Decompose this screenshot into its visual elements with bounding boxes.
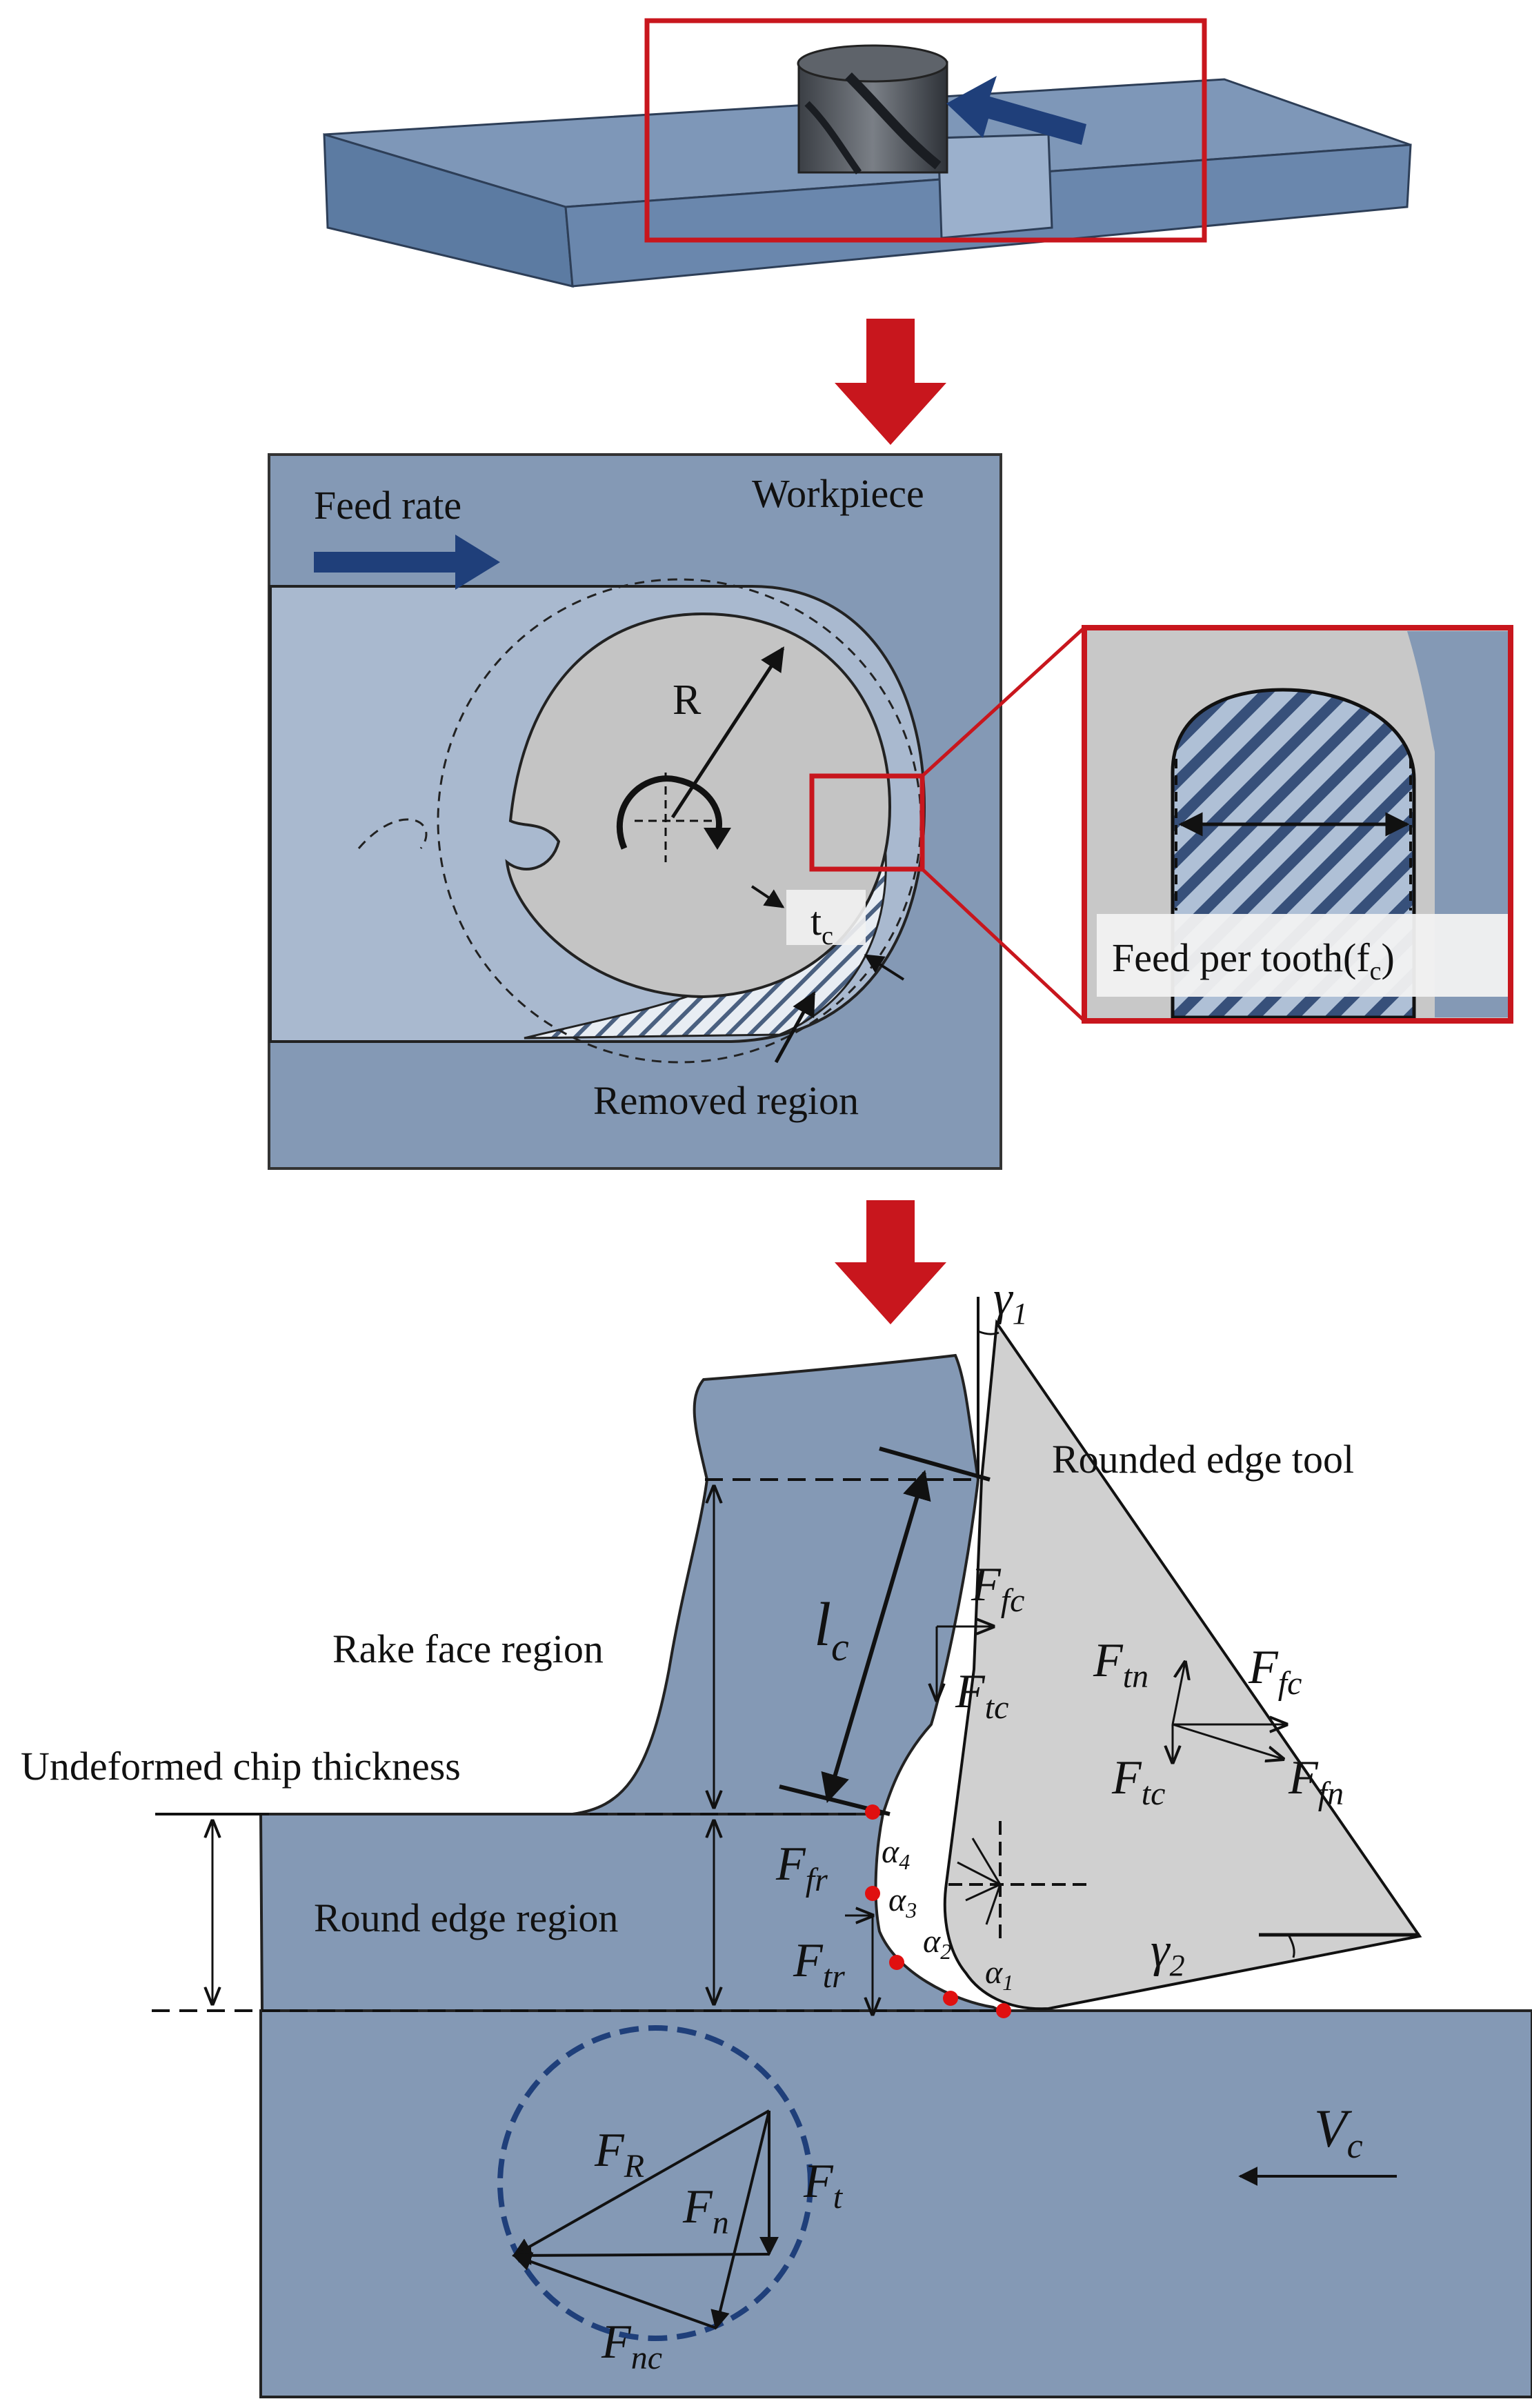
feed-rate-arrow <box>314 535 500 590</box>
lc-dim-arrow <box>821 1469 931 1804</box>
panel-orthogonal-cutting <box>152 1297 1532 2398</box>
f-fc-rake-label: Ffc <box>971 1558 1024 1619</box>
zoom-connector-top <box>921 626 1086 777</box>
feed-per-tooth-label: Feed per tooth(fc) <box>1112 935 1395 986</box>
alpha4-label: α4 <box>882 1833 910 1874</box>
feed-rate-label: Feed rate <box>314 483 461 528</box>
labels: Feed rate Workpiece R tc Removed region … <box>21 471 1395 2376</box>
f-tn-arrow <box>1171 1662 1185 1725</box>
contact-point-4 <box>943 1991 958 2006</box>
alpha-ray-3 <box>965 1883 1001 1902</box>
contact-point-5 <box>996 2003 1011 2018</box>
chip-body <box>572 1353 980 1815</box>
f-r-label: FR <box>594 2124 644 2185</box>
lc-label: lc <box>814 1591 849 1669</box>
radius-arrow <box>670 646 785 819</box>
contact-point-3 <box>889 1955 904 1970</box>
contact-point-1 <box>865 1804 880 1820</box>
removed-region-label: Removed region <box>593 1078 859 1123</box>
end-mill-flute-2 <box>804 101 862 175</box>
v-c-label: Vc <box>1314 2098 1363 2166</box>
f-n-vector <box>710 2110 770 2330</box>
f-fc-right-label: Ffc <box>1248 1641 1302 1702</box>
contact-point-2 <box>865 1886 880 1901</box>
gamma1-arc <box>977 1330 999 1335</box>
gamma1-label: γ1 <box>993 1272 1028 1331</box>
tc-label-background <box>786 890 866 945</box>
zoom-connector-bottom <box>921 868 1086 1022</box>
alpha-ray-1 <box>971 1838 1002 1885</box>
round-edge-region-label: Round edge region <box>314 1895 618 1940</box>
f-tn-label: Ftn <box>1093 1634 1148 1695</box>
rotation-arrowhead <box>704 828 731 850</box>
alpha-ray-2 <box>957 1861 1001 1886</box>
alpha1-label: α1 <box>985 1954 1013 1995</box>
workpiece-label: Workpiece <box>752 471 924 516</box>
f-n-label: Fn <box>682 2180 729 2241</box>
highlight-box-3d <box>644 18 1207 243</box>
end-mill-top <box>797 44 948 83</box>
f-fn-arrow <box>1172 1723 1283 1759</box>
tc-arrow-left <box>750 885 785 908</box>
f-fn-label: Ffn <box>1288 1751 1344 1812</box>
down-arrow-1 <box>835 319 946 445</box>
panel-3d-workpiece <box>323 18 1412 288</box>
rounded-edge-tool-label: Rounded edge tool <box>1052 1437 1354 1482</box>
f-r-vector <box>512 2109 770 2257</box>
rounded-edge-tool <box>943 1319 1422 2011</box>
workpiece-uncut-layer <box>259 1813 1001 2012</box>
down-arrow-2 <box>835 1200 946 1324</box>
lc-tick-top <box>879 1446 991 1482</box>
f-fr-label: Ffr <box>775 1838 828 1898</box>
f-nc-vector <box>512 2252 717 2329</box>
force-circle <box>497 2025 813 2341</box>
f-tc-right-label: Ftc <box>1111 1751 1165 1812</box>
f-nc-label: Fnc <box>601 2316 662 2376</box>
slot-channel <box>937 133 1053 239</box>
undeformed-chip-thickness-label: Undeformed chip thickness <box>21 1744 461 1789</box>
f-tc-rake-label: Ftc <box>955 1665 1008 1726</box>
f-t-label: Ft <box>803 2155 844 2216</box>
zoom-inset <box>1082 625 1513 1024</box>
f-tr-label: Ftr <box>793 1934 845 1995</box>
tc-arrow-right <box>864 954 905 981</box>
removed-region-pointer <box>774 991 816 1064</box>
zoom-inset-frame <box>1082 625 1513 1024</box>
zoom-label-bg <box>1097 914 1511 997</box>
rotation-arrow <box>617 775 722 850</box>
feed-direction-arrow-3d <box>946 76 1086 145</box>
zoom-source-box <box>809 773 925 872</box>
workpiece-base <box>259 2009 1532 2398</box>
rake-face-region-label: Rake face region <box>332 1626 604 1671</box>
alpha-ray-4 <box>985 1884 1002 1925</box>
end-mill-flute <box>845 72 942 170</box>
gamma2-label: γ2 <box>1151 1924 1185 1982</box>
gamma2-arc <box>1287 1934 1295 1958</box>
alpha3-label: α3 <box>888 1882 917 1922</box>
panel-top-view <box>268 453 1513 1170</box>
f-horizontal-vector <box>512 2245 770 2265</box>
radius-label: R <box>673 677 702 724</box>
tc-label: tc <box>810 899 833 951</box>
alpha2-label: α2 <box>923 1923 951 1964</box>
